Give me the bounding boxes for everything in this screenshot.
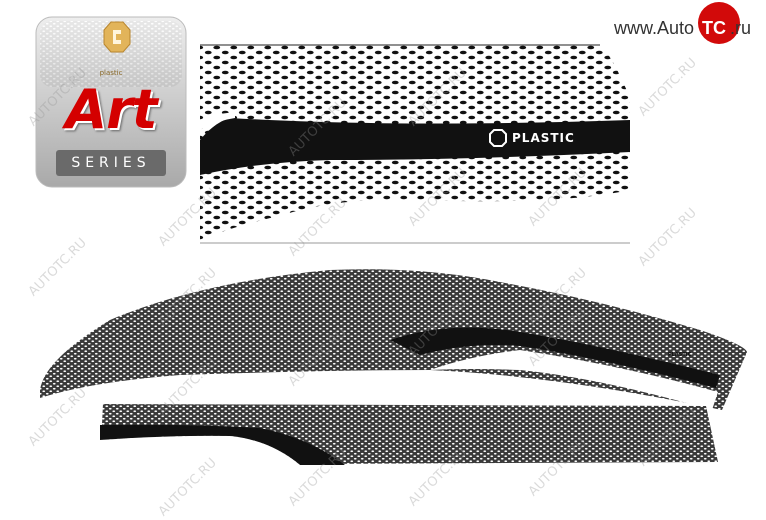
badge-title: Art [65, 78, 157, 141]
site-url: www.Auto TC.ru [614, 18, 751, 39]
front-deflector [40, 269, 747, 410]
autotc-logo-icon [698, 2, 740, 44]
badge-subtitle: SERIES [71, 155, 151, 171]
art-series-badge [35, 16, 187, 188]
site-prefix: www.Auto [614, 18, 695, 38]
badge-brand-small: plastic [99, 69, 123, 77]
plastic-label-large: PLASTIC [512, 131, 575, 145]
plastic-label-small: PLASTIC [668, 352, 692, 358]
site-suffix: .ru [730, 18, 752, 38]
plastic-mark-icon [489, 129, 507, 147]
deflector-closeup [200, 44, 630, 244]
site-highlight: TC [702, 18, 727, 38]
rear-deflector [100, 404, 718, 465]
plastic-logo-icon [103, 21, 131, 53]
